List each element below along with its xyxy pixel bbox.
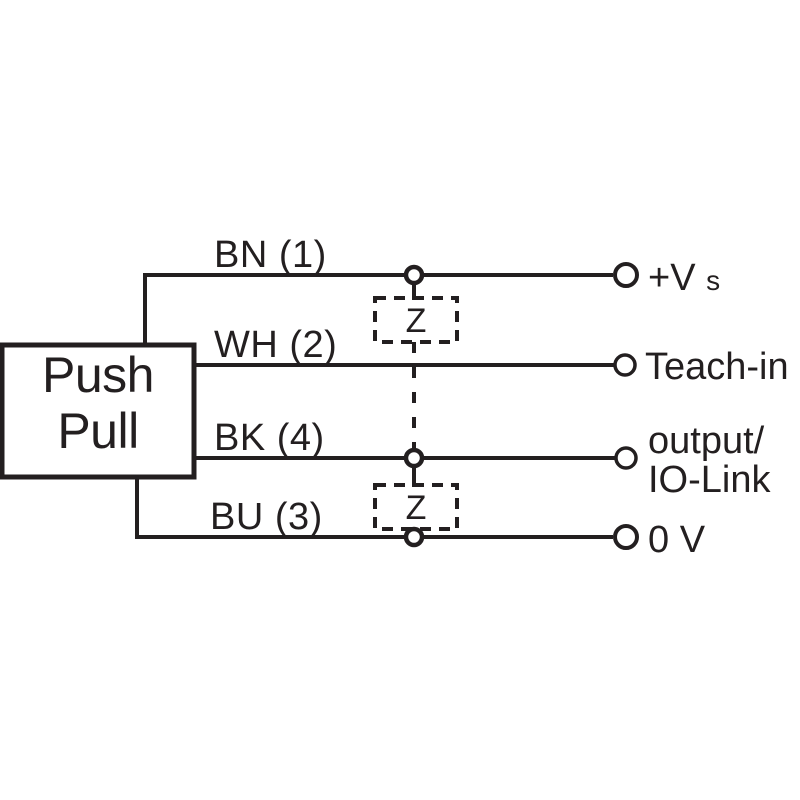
terminal-ring-vs[interactable]	[613, 262, 639, 288]
device-label-line1: Push	[42, 347, 154, 403]
wire-bu-3	[135, 475, 613, 539]
suppressor-lower-label: Z	[406, 489, 427, 527]
terminal-label-vs-main: +V	[648, 257, 696, 299]
wire-label-wh: WH (2)	[214, 324, 337, 366]
wire-label-bk: BK (4)	[214, 417, 325, 459]
wire-label-bu: BU (3)	[210, 496, 323, 538]
suppressor-upper-label: Z	[406, 302, 427, 340]
junction-dot-bn	[403, 264, 425, 286]
wire-bn-path	[143, 273, 613, 347]
terminal-label-vs-subscript: s	[706, 265, 720, 296]
wire-bn-1	[143, 273, 613, 347]
junction-dot-bk	[403, 447, 425, 469]
terminal-label-iolink: IO-Link	[648, 459, 771, 501]
suppressor-lower-box	[373, 483, 459, 531]
terminal-ring-output-iolink[interactable]	[614, 446, 638, 470]
suppressor-lower-group: Z	[373, 447, 459, 548]
suppressor-upper-box	[373, 296, 459, 344]
device-block	[0, 342, 197, 480]
terminal-ring-0v[interactable]	[613, 524, 639, 550]
terminal-label-0v: 0 V	[648, 519, 706, 561]
wire-bu-path	[135, 475, 613, 539]
terminal-label-output: output/	[648, 420, 765, 462]
terminal-label-teach-in: Teach-in	[645, 346, 789, 388]
terminal-label-vs: +V s	[648, 257, 720, 299]
terminal-ring-teach-in[interactable]	[613, 353, 637, 377]
suppressor-upper-group: Z	[373, 264, 459, 344]
junction-dot-bu	[403, 526, 425, 548]
device-label-line2: Pull	[57, 403, 138, 459]
wire-label-bn: BN (1)	[214, 234, 327, 276]
